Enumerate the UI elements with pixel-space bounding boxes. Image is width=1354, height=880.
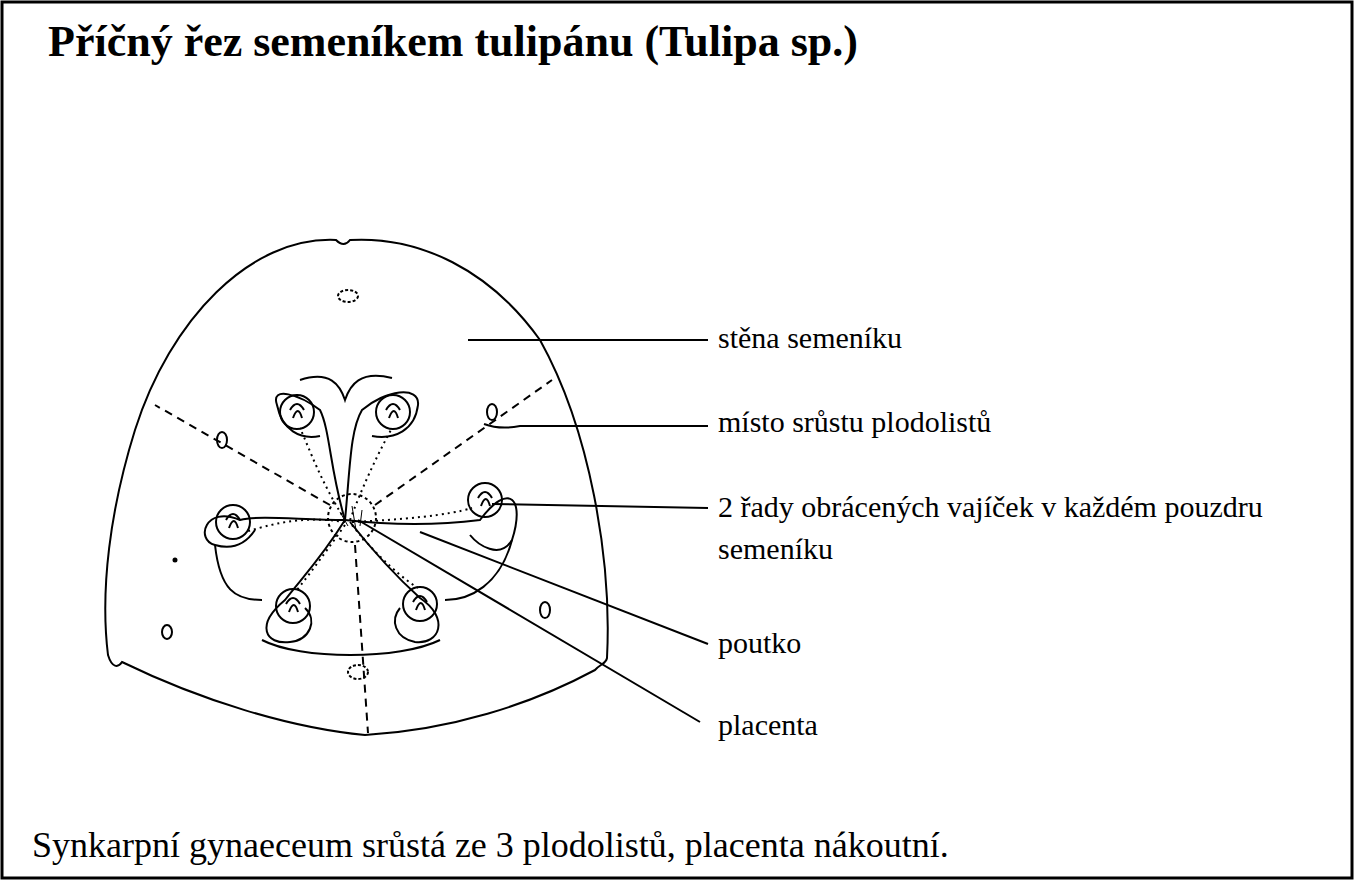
ovary-drawing bbox=[105, 240, 607, 735]
part-label: poutko bbox=[718, 622, 801, 664]
part-label: místo srůstu plodolistů bbox=[718, 401, 991, 443]
part-label: stěna semeníku bbox=[718, 317, 902, 359]
part-label: 2 řady obrácených vajíček v každém pouzd… bbox=[718, 486, 1288, 570]
caption: Synkarpní gynaeceum srůstá ze 3 plodolis… bbox=[32, 823, 949, 867]
leader-lines bbox=[358, 340, 708, 722]
diagram-title: Příčný řez semeníkem tulipánu (Tulipa sp… bbox=[48, 16, 858, 68]
part-label: placenta bbox=[718, 704, 818, 746]
